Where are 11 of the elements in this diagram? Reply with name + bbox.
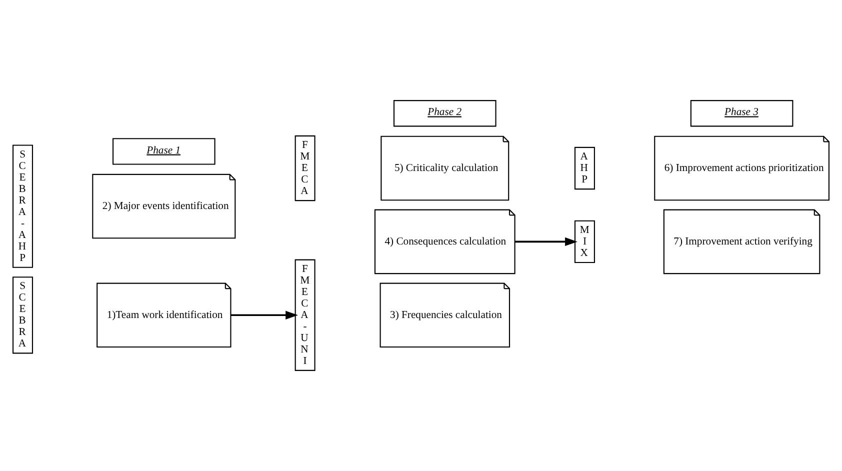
arrow bbox=[514, 237, 578, 246]
arrow bbox=[230, 310, 298, 320]
node-box: AHP bbox=[574, 146, 595, 190]
node-box: Phase 3 bbox=[690, 100, 794, 127]
node-box: FMECA bbox=[294, 135, 316, 202]
node-box: SCEBRA-AHP bbox=[12, 144, 34, 268]
node-box: MIX bbox=[574, 220, 595, 264]
node-box: SCEBRA bbox=[12, 276, 34, 354]
node-box: Phase 1 bbox=[112, 138, 216, 165]
node-box: Phase 2 bbox=[393, 100, 496, 127]
node-box: FMECA-UNI bbox=[294, 259, 316, 371]
